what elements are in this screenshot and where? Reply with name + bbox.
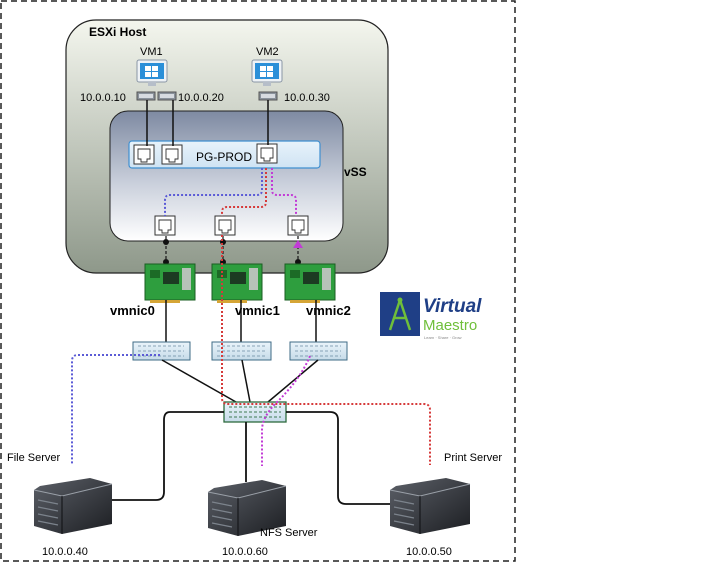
vmnic2-card-icon [284, 263, 336, 303]
vmnic1-card-icon [211, 263, 263, 303]
vmnic2-label: vmnic2 [306, 303, 351, 318]
core-file-server-wire [112, 411, 224, 501]
vmnic1-path-external [221, 235, 431, 465]
nfs-server-icon [207, 480, 287, 536]
file-server-ip: 10.0.0.40 [42, 546, 88, 558]
file-server-icon [33, 478, 113, 534]
print-server-label: Print Server [444, 452, 502, 464]
core-print-server-wire [286, 411, 390, 505]
logo-word-maestro: Maestro [423, 317, 477, 334]
vmnic0-label: vmnic0 [110, 303, 155, 318]
sw0-core-wire [161, 359, 237, 403]
vm1-ip-right: 10.0.0.20 [178, 92, 224, 104]
portgroup-label: PG-PROD [196, 150, 252, 164]
print-server-icon [389, 478, 471, 534]
datacenter-boundary [0, 0, 516, 562]
esxi-host-title: ESXi Host [89, 25, 146, 39]
pg-port-vm1-a [133, 144, 155, 165]
vmnic2-arrow [293, 240, 303, 248]
access-switch-2-icon [289, 341, 348, 361]
uplink-port-1 [214, 215, 236, 236]
vm2-ip: 10.0.0.30 [284, 92, 330, 104]
vmnic0-path-internal [164, 168, 263, 216]
nfs-server-ip: 10.0.0.60 [222, 546, 268, 558]
access-switch-1-icon [211, 341, 272, 361]
vm2-vnic-icon [258, 91, 278, 101]
vm1-ip-left: 10.0.0.10 [80, 92, 126, 104]
access-switch-0-icon [132, 341, 191, 361]
vm1-vnic-left-icon [136, 91, 156, 101]
nfs-server-label: NFS Server [260, 527, 318, 539]
uplink-port-2 [287, 215, 309, 236]
virtual-maestro-logo: Virtual Maestro Learn · Share · Grow [380, 292, 482, 340]
file-server-label: File Server [7, 452, 61, 464]
vmnic1-label: vmnic1 [235, 303, 280, 318]
vmnic0-path-external [71, 354, 160, 465]
vm1-label: VM1 [140, 46, 163, 58]
vmnic2-path-internal [271, 168, 297, 216]
pg-port-vm1-b [161, 144, 183, 165]
vmnic0-card-icon [144, 263, 196, 303]
vm2-monitor-icon [251, 59, 283, 86]
print-server-ip: 10.0.0.50 [406, 546, 452, 558]
vm2-label: VM2 [256, 46, 279, 58]
sw2-core-wire [267, 359, 319, 403]
uplink-port-0 [154, 215, 176, 236]
logo-word-virtual: Virtual [423, 296, 482, 317]
vm1-vnic-right-icon [157, 91, 177, 101]
sw1-core-wire [241, 359, 251, 403]
vss-label: vSS [344, 165, 367, 179]
pg-port-vm2 [256, 143, 278, 164]
vmnic2-path-external [261, 355, 311, 466]
vm1-monitor-icon [136, 59, 168, 86]
logo-tagline: Learn · Share · Grow [424, 335, 462, 340]
